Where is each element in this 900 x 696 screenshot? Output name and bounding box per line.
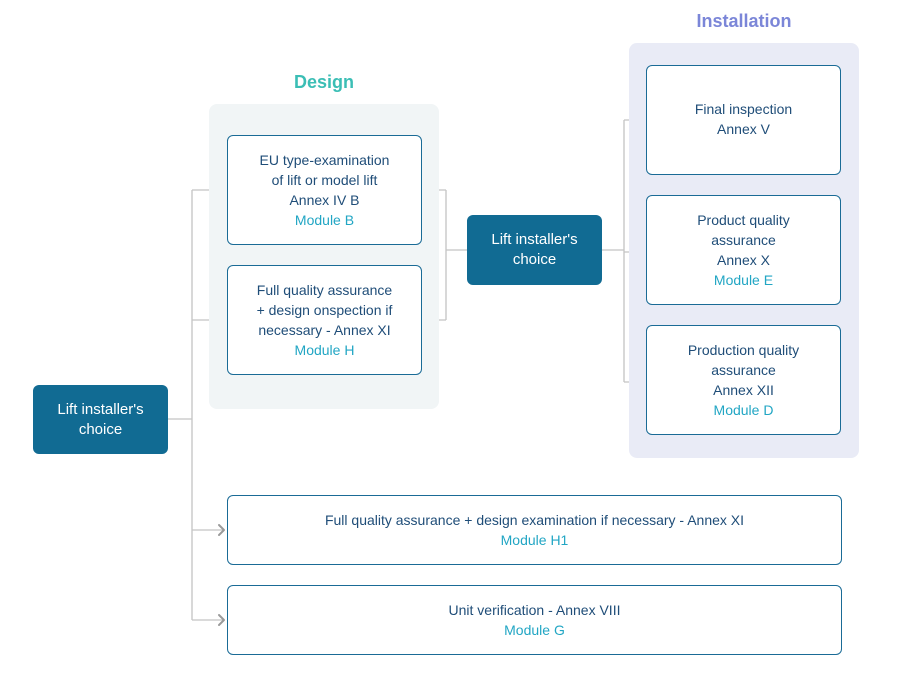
box-text-line: necessary - Annex XI	[258, 322, 391, 338]
design-box-module-h: Full quality assurance + design onspecti…	[227, 265, 422, 375]
module-label: Module B	[294, 212, 355, 228]
design-box-module-b: EU type-examination of lift or model lif…	[227, 135, 422, 245]
box-text-line: Annex V	[717, 121, 770, 137]
box-text-line: Production quality	[687, 342, 800, 358]
left-installer-choice: Lift installer's choice	[33, 385, 168, 454]
module-label: Module D	[713, 402, 774, 418]
box-text-line: Full quality assurance + design examinat…	[324, 512, 745, 528]
left-choice-label: Lift installer's choice	[57, 400, 144, 438]
design-heading: Design	[293, 72, 354, 92]
box-text-line: EU type-examination	[259, 152, 390, 168]
module-label: Module E	[713, 272, 774, 288]
middle-choice-label: Lift installer's choice	[491, 231, 578, 268]
box-text-line: assurance	[711, 362, 776, 378]
install-box-annex-v: Final inspection Annex V	[646, 65, 841, 175]
arrow-head-icon	[218, 524, 225, 536]
wide-box-module-h1: Full quality assurance + design examinat…	[227, 495, 842, 565]
box-text-line: assurance	[711, 232, 776, 248]
module-label: Module H1	[500, 532, 569, 548]
box-text-line: of lift or model lift	[271, 172, 378, 188]
box-text-line: Annex X	[717, 252, 770, 268]
module-label: Module H	[294, 342, 355, 358]
install-box-module-d: Production quality assurance Annex XII M…	[646, 325, 841, 435]
box-text-line: Full quality assurance	[256, 282, 393, 298]
middle-installer-choice: Lift installer's choice	[467, 215, 602, 285]
box-text-line: Final inspection	[694, 101, 793, 117]
box-text-line: Annex IV B	[289, 192, 360, 208]
wide-box-module-g: Unit verification - Annex VIII Module G	[227, 585, 842, 655]
arrow-head-icon	[218, 614, 225, 626]
box-text-line: Annex XII	[713, 382, 774, 398]
install-box-module-e: Product quality assurance Annex X Module…	[646, 195, 841, 305]
box-text-line: + design onspection if	[256, 302, 393, 318]
box-text-line: Unit verification - Annex VIII	[448, 602, 621, 618]
box-text-line: Product quality	[697, 212, 790, 228]
module-label: Module G	[504, 622, 565, 638]
installation-heading: Installation	[696, 11, 792, 31]
